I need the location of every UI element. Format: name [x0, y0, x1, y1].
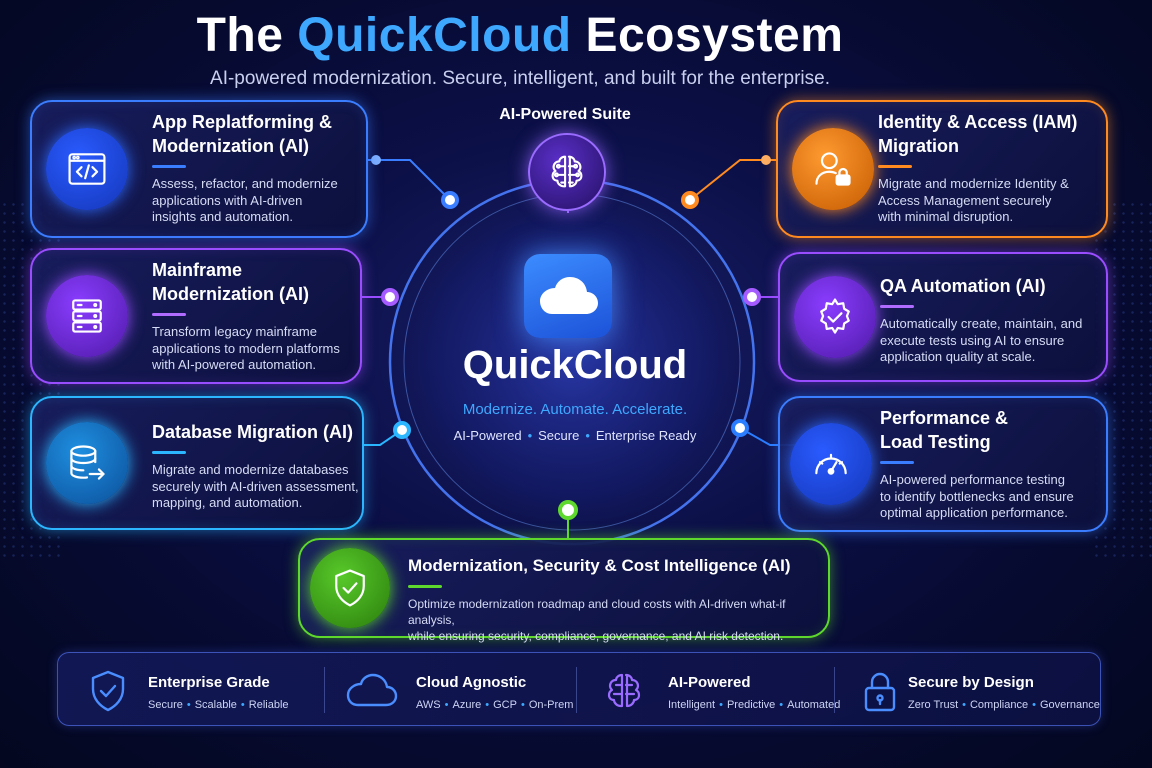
feature-title: Secure by Design [908, 674, 1034, 691]
node-dot [393, 421, 411, 439]
feature-secure-by-design: Secure by Design Zero Trust•Compliance•G… [856, 653, 1100, 727]
hub-name: QuickCloud [462, 343, 688, 387]
feature-bar: Enterprise Grade Secure•Scalable•Reliabl… [57, 652, 1101, 726]
connector-app-replatforming [368, 159, 451, 201]
feature-divider [834, 667, 835, 713]
title-prefix: The [196, 9, 284, 62]
card-title: Identity & Access (IAM)Migration [878, 112, 1078, 156]
card-description: Migrate and modernize Identity &Access M… [878, 176, 1069, 224]
card-title: App Replatforming &Modernization (AI) [152, 112, 332, 156]
brain-circuit-icon [607, 673, 641, 708]
cloud-icon [346, 673, 398, 707]
card-accent-bar [152, 313, 186, 316]
server-stack-icon [46, 275, 128, 357]
node-dot [761, 155, 771, 165]
suite-label: AI-Powered Suite [499, 106, 631, 123]
card-description: Optimize modernization roadmap and cloud… [408, 597, 786, 643]
hub-attribute: Secure [538, 428, 580, 443]
node-dot [743, 288, 761, 306]
card-accent-bar [880, 461, 914, 464]
feature-cloud-agnostic: Cloud Agnostic AWS•Azure•GCP•On-Prem [344, 653, 584, 727]
hub-glow [382, 172, 762, 552]
card-iam[interactable]: Identity & Access (IAM)Migration Migrate… [776, 100, 1108, 238]
feature-divider [324, 667, 325, 713]
node-dot [371, 155, 381, 165]
card-accent-bar [408, 585, 442, 588]
feature-items: AWS•Azure•GCP•On-Prem [416, 699, 574, 711]
cloud-icon [524, 254, 612, 338]
hub-attribute: AI-Powered [453, 428, 522, 443]
brain-circuit-icon [528, 133, 606, 211]
feature-items: Intelligent•Predictive•Automated [668, 699, 841, 711]
node-dot [681, 191, 699, 209]
separator-dot: • [527, 428, 533, 443]
node-dot [381, 288, 399, 306]
card-accent-bar [152, 451, 186, 454]
feature-items: Zero Trust•Compliance•Governance [908, 699, 1100, 711]
card-title: QA Automation (AI) [880, 276, 1046, 296]
page-subtitle: AI-powered modernization. Secure, intell… [210, 68, 830, 89]
card-database[interactable]: Database Migration (AI) Migrate and mode… [30, 396, 364, 530]
card-accent-bar [152, 165, 186, 168]
page-title: The QuickCloud Ecosystem [0, 8, 1040, 63]
connector-iam [689, 159, 776, 201]
feature-title: AI-Powered [668, 674, 751, 691]
card-accent-bar [878, 165, 912, 168]
gear-check-icon [794, 276, 876, 358]
user-lock-icon [792, 128, 874, 210]
title-suffix: Ecosystem [585, 9, 844, 62]
separator-dot: • [585, 428, 590, 443]
node-dot [731, 419, 749, 437]
code-window-icon [46, 128, 128, 210]
hub-tagline: Modernize. Automate. Accelerate. [462, 401, 688, 418]
card-app-replatforming[interactable]: App Replatforming &Modernization (AI) As… [30, 100, 368, 238]
gauge-icon [790, 423, 872, 505]
database-arrow-icon [46, 422, 128, 504]
feature-title: Cloud Agnostic [416, 674, 527, 691]
card-title: Performance &Load Testing [880, 408, 1009, 452]
feature-enterprise-grade: Enterprise Grade Secure•Scalable•Reliabl… [84, 653, 334, 727]
title-brand: QuickCloud [297, 9, 572, 62]
card-accent-bar [880, 305, 914, 308]
node-dot [558, 500, 578, 520]
padlock-icon [864, 672, 896, 712]
feature-items: Secure•Scalable•Reliable [148, 699, 289, 711]
node-dot [441, 191, 459, 209]
card-title: Modernization, Security & Cost Intellige… [408, 556, 791, 575]
feature-divider [576, 667, 577, 713]
card-qa[interactable]: QA Automation (AI) Automatically create,… [778, 252, 1108, 382]
shield-check-icon [310, 548, 390, 628]
feature-ai-powered: AI-Powered Intelligent•Predictive•Automa… [600, 653, 840, 727]
card-intelligence[interactable]: Modernization, Security & Cost Intellige… [298, 538, 830, 643]
hub-attribute: Enterprise Ready [595, 428, 697, 443]
hub-attributes: AI-Powered • Secure • Enterprise Ready [410, 428, 740, 443]
shield-check-icon [91, 670, 125, 712]
feature-title: Enterprise Grade [148, 674, 270, 691]
card-performance[interactable]: Performance &Load Testing AI-powered per… [778, 396, 1108, 532]
card-title: Database Migration (AI) [152, 422, 354, 442]
